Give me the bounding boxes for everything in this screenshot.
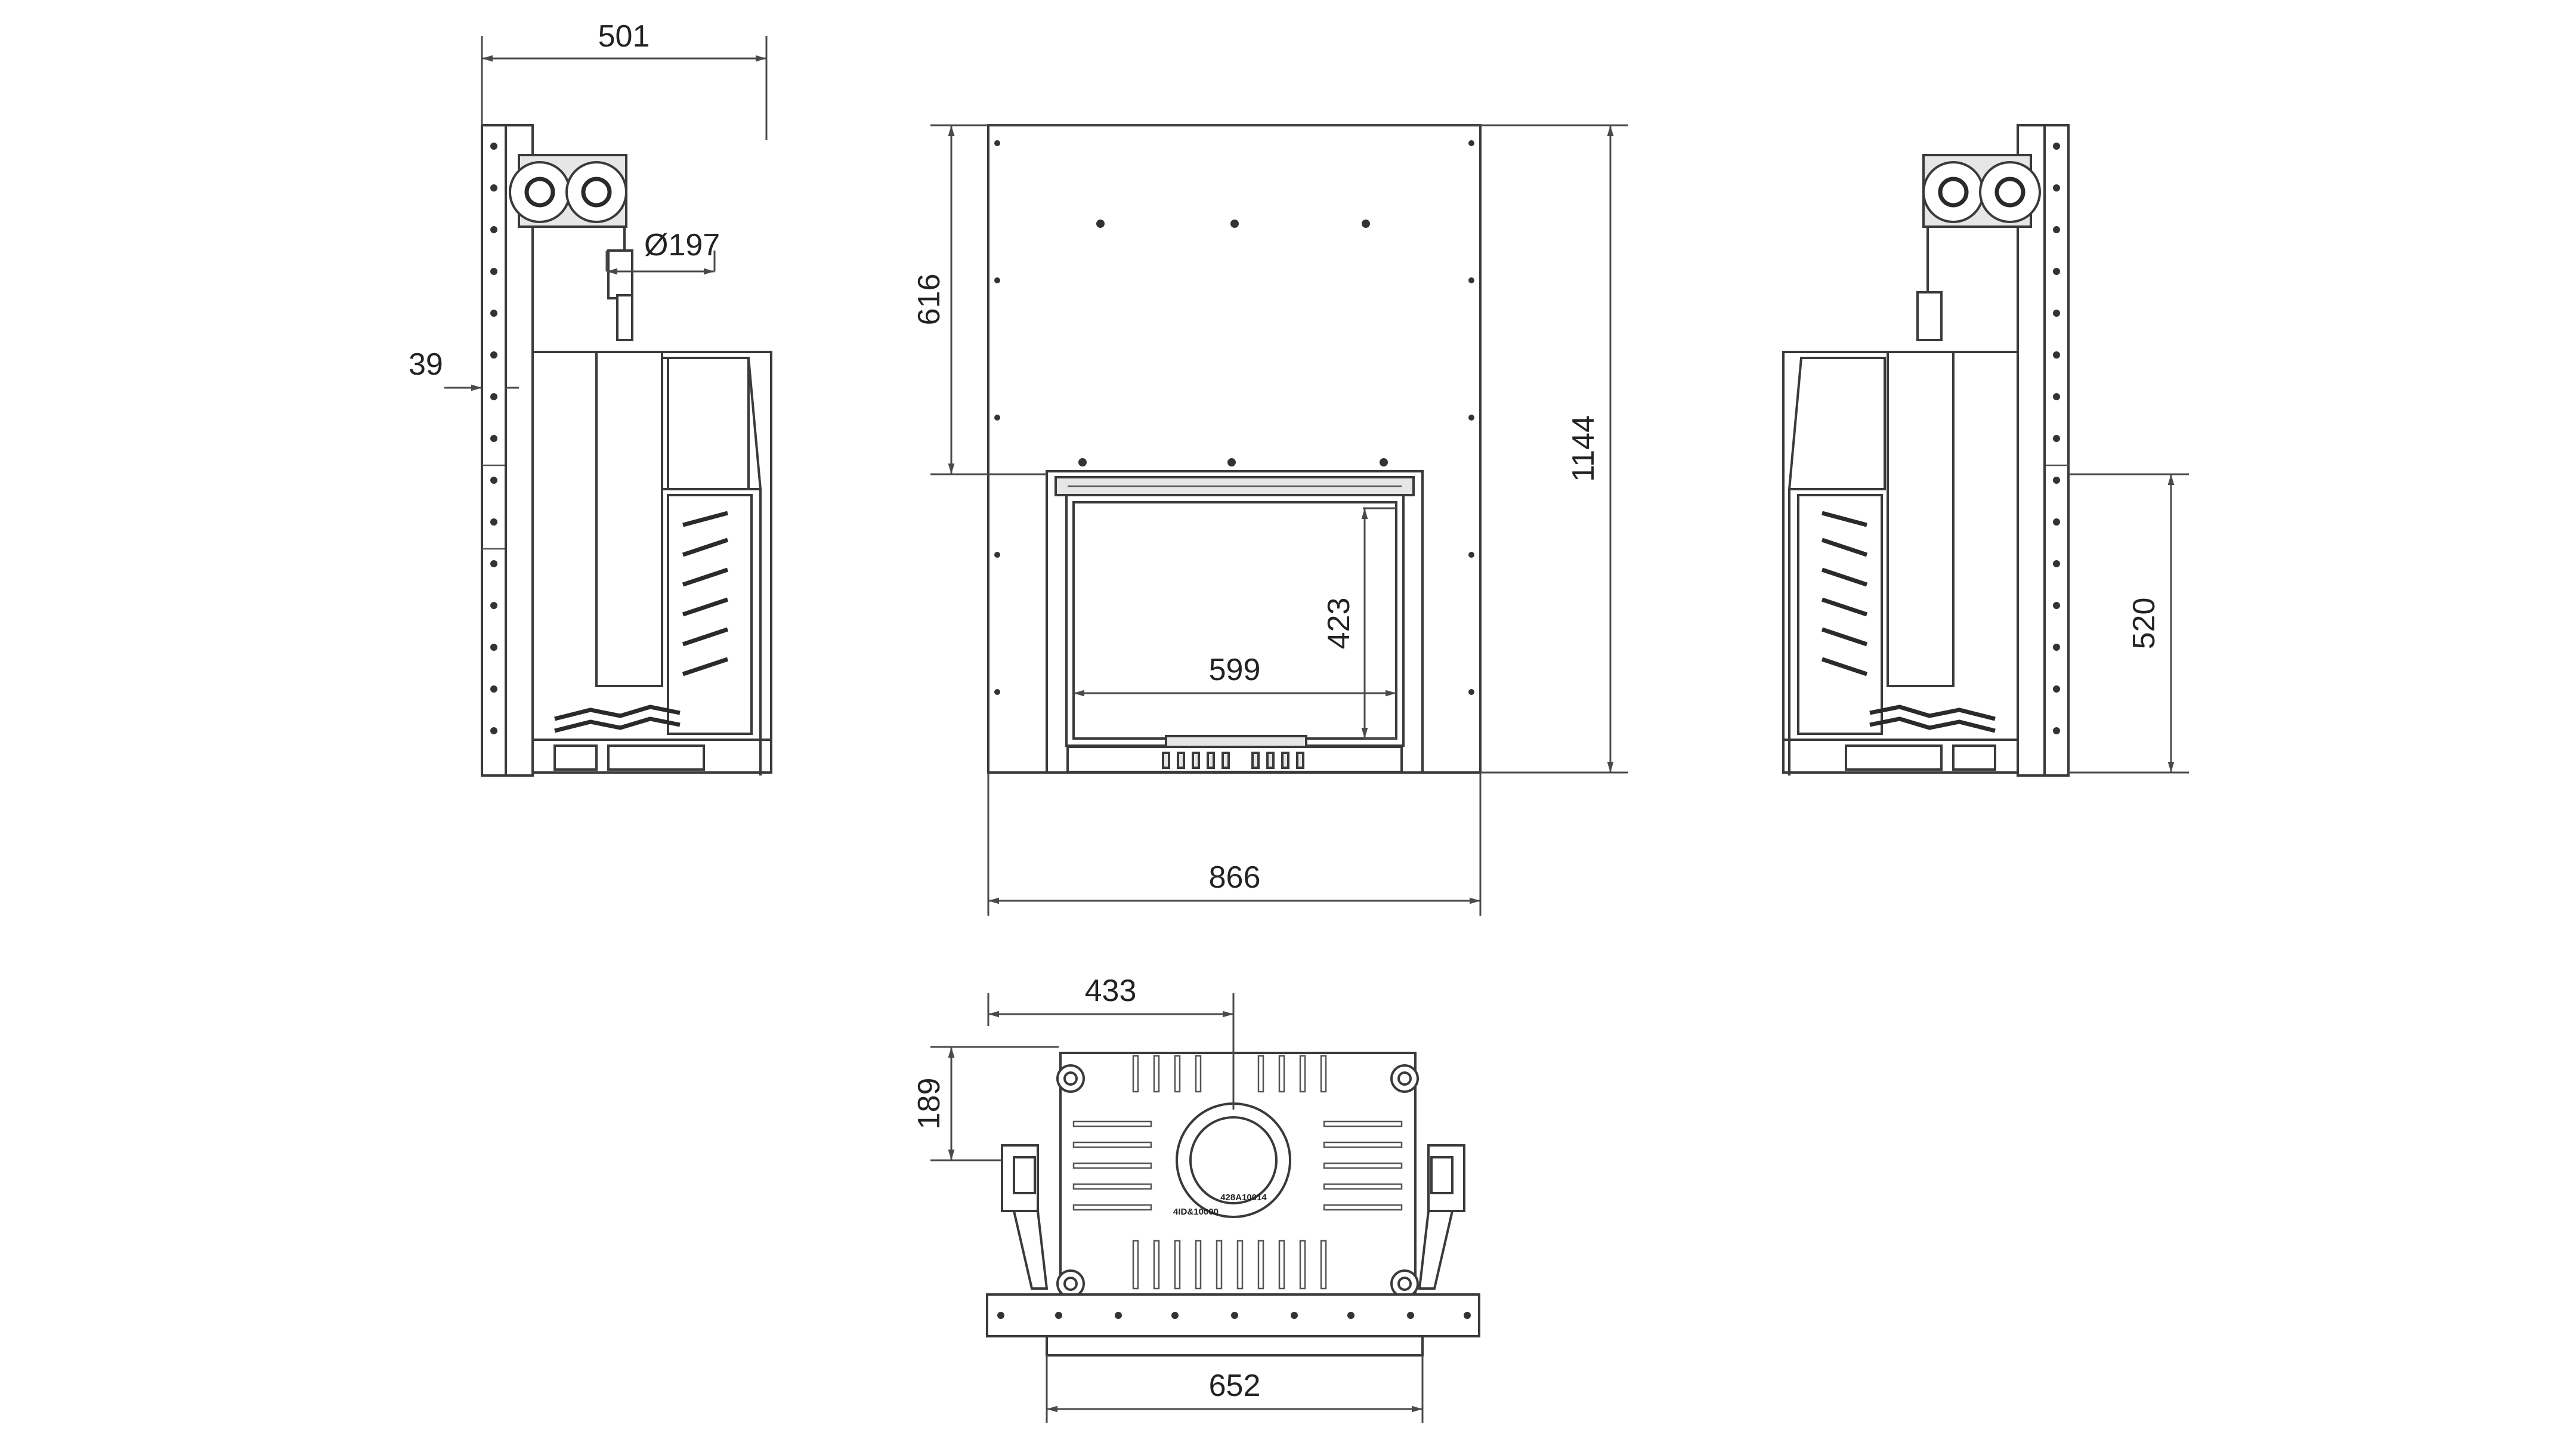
left-grate: [554, 705, 681, 721]
left-wall-plate: [481, 124, 507, 777]
dim-glass-height: 423: [1322, 598, 1356, 650]
door-handle: [1165, 735, 1307, 748]
front-dimensions: 616 1144 423 599 866: [912, 124, 1628, 916]
right-side-view: [1782, 124, 2070, 777]
left-chevron-pattern: [682, 511, 729, 676]
plate-code: 428A10014: [1220, 1192, 1267, 1203]
left-side-view: [481, 124, 772, 777]
front-view: [987, 124, 1482, 774]
right-grate: [1869, 705, 1996, 721]
dim-flue-diameter: Ø197: [644, 228, 720, 262]
top-dimensions: 433 189 652: [912, 974, 1424, 1423]
left-dimensions: 501 Ø197 39: [409, 19, 768, 391]
right-flue-pipes: [1922, 154, 2041, 228]
left-frame-screws: [490, 143, 497, 734]
door-glass: [1065, 494, 1405, 747]
front-vent-slots: [1066, 746, 1403, 773]
right-dimensions: 520: [2068, 473, 2189, 774]
right-frame-screws: [2053, 143, 2060, 734]
top-front-bar-holes: [997, 1312, 1471, 1319]
dim-overall-height: 1144: [1566, 415, 1601, 482]
dim-glass-width: 599: [1209, 653, 1261, 687]
dim-base-width: 652: [1209, 1368, 1261, 1403]
dim-flue-offset-depth: 189: [912, 1078, 947, 1130]
dim-back-offset: 39: [409, 347, 443, 382]
dim-half-width: 433: [1085, 974, 1137, 1008]
front-panel-screws: [994, 140, 1474, 695]
dim-overall-width: 866: [1209, 860, 1261, 895]
right-wall-plate: [2043, 124, 2070, 777]
plate-sub: 4ID&10000: [1173, 1207, 1219, 1217]
left-flue-pipes: [509, 154, 627, 228]
right-chevron-pattern: [1821, 511, 1868, 676]
top-cooling-fins: [1072, 1055, 1403, 1290]
dim-side-depth: 501: [598, 19, 650, 54]
dim-front-height-above-door: 616: [912, 274, 947, 326]
top-left-bracket: [1001, 1144, 1049, 1290]
top-view: 428A10014 4ID&10000: [986, 1052, 1480, 1357]
dim-door-bottom-height: 520: [2127, 598, 2161, 650]
top-right-bracket: [1418, 1144, 1465, 1290]
